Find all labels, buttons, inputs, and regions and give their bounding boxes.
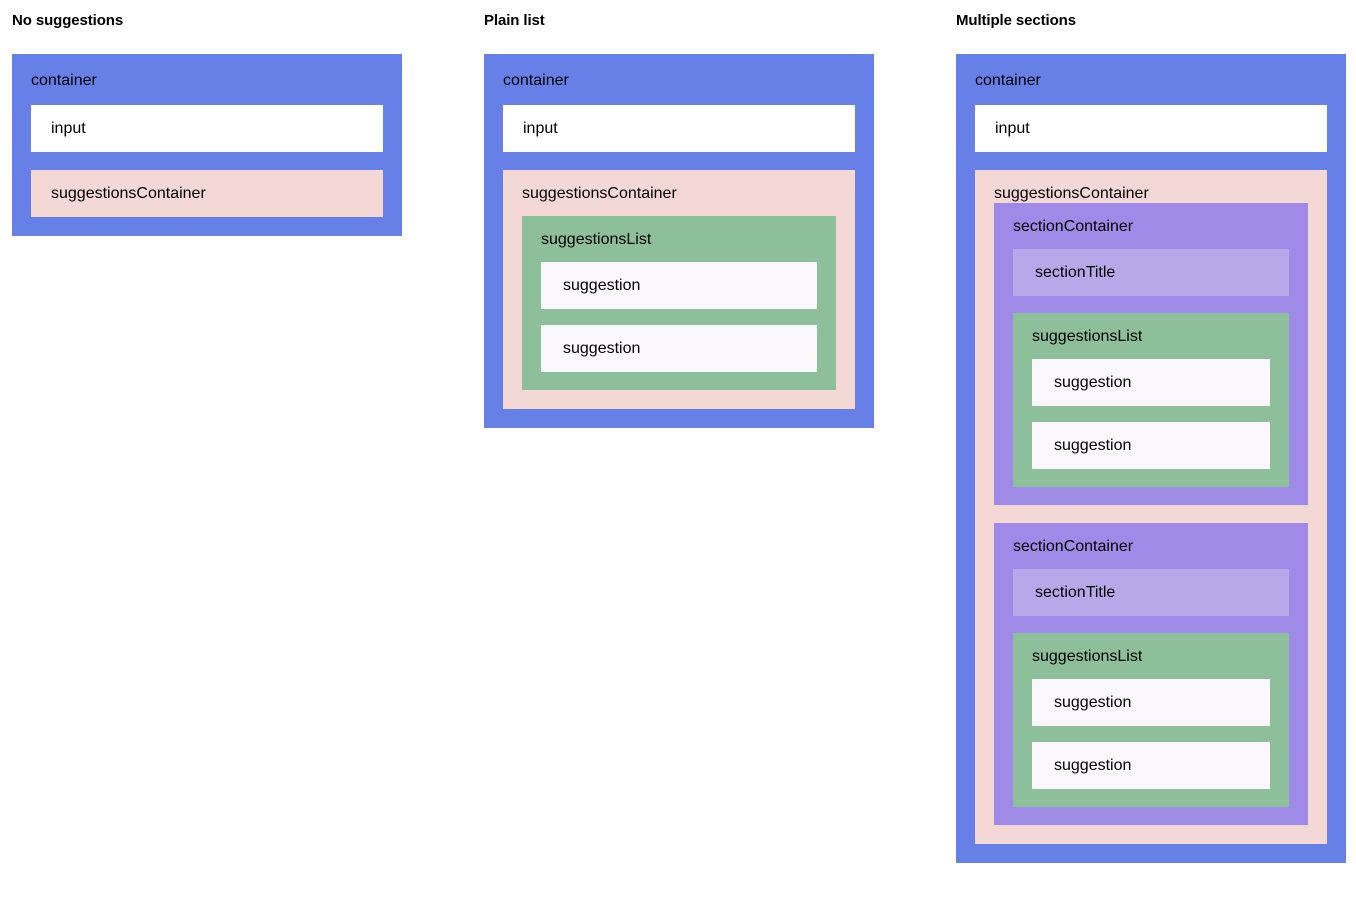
input-label: input bbox=[51, 120, 86, 137]
column-plain-list: Plain list container input suggestionsCo… bbox=[484, 12, 874, 428]
container-label: container bbox=[975, 72, 1041, 89]
suggestion-item[interactable]: suggestion bbox=[1032, 742, 1270, 789]
section-container-label: sectionContainer bbox=[1013, 538, 1134, 555]
section-title-label: sectionTitle bbox=[1035, 264, 1116, 281]
suggestion-item[interactable]: suggestion bbox=[1032, 422, 1270, 469]
section-container[interactable]: sectionContainer sectionTitle suggestion… bbox=[994, 203, 1308, 505]
container[interactable]: container input suggestionsContainer bbox=[12, 54, 402, 236]
suggestions-list[interactable]: suggestionsList suggestion suggestion bbox=[1013, 633, 1289, 807]
container[interactable]: container input suggestionsContainer sec… bbox=[956, 54, 1346, 863]
suggestions-list[interactable]: suggestionsList suggestion suggestion bbox=[522, 216, 836, 390]
suggestions-list[interactable]: suggestionsList suggestion suggestion bbox=[1013, 313, 1289, 487]
suggestions-container[interactable]: suggestionsContainer suggestionsList sug… bbox=[503, 170, 855, 409]
suggestions-container[interactable]: suggestionsContainer sectionContainer se… bbox=[975, 170, 1327, 844]
suggestions-list-label: suggestionsList bbox=[541, 231, 652, 248]
column-multiple-sections: Multiple sections container input sugges… bbox=[956, 12, 1346, 863]
suggestion-item[interactable]: suggestion bbox=[541, 262, 817, 309]
section-title: sectionTitle bbox=[1013, 249, 1289, 296]
input-label: input bbox=[523, 120, 558, 137]
suggestions-container-label: suggestionsContainer bbox=[51, 185, 206, 202]
section-title-label: sectionTitle bbox=[1035, 584, 1116, 601]
suggestion-label: suggestion bbox=[1054, 694, 1132, 711]
suggestions-list-label: suggestionsList bbox=[1032, 648, 1143, 665]
suggestions-container-label: suggestionsContainer bbox=[994, 185, 1149, 202]
suggestions-container-label: suggestionsContainer bbox=[522, 185, 677, 202]
section-title: sectionTitle bbox=[1013, 569, 1289, 616]
column-heading: Multiple sections bbox=[956, 12, 1076, 29]
suggestion-item[interactable]: suggestion bbox=[1032, 679, 1270, 726]
column-no-suggestions: No suggestions container input suggestio… bbox=[12, 12, 402, 236]
input[interactable]: input bbox=[503, 105, 855, 152]
container-label: container bbox=[31, 72, 97, 89]
suggestions-list-label: suggestionsList bbox=[1032, 328, 1143, 345]
suggestion-label: suggestion bbox=[1054, 437, 1132, 454]
container[interactable]: container input suggestionsContainer sug… bbox=[484, 54, 874, 428]
suggestions-container[interactable]: suggestionsContainer bbox=[31, 170, 383, 217]
column-heading: No suggestions bbox=[12, 12, 124, 29]
section-container[interactable]: sectionContainer sectionTitle suggestion… bbox=[994, 523, 1308, 825]
input-label: input bbox=[995, 120, 1030, 137]
suggestion-item[interactable]: suggestion bbox=[541, 325, 817, 372]
container-label: container bbox=[503, 72, 569, 89]
column-heading: Plain list bbox=[484, 12, 545, 29]
suggestion-label: suggestion bbox=[1054, 374, 1132, 391]
input[interactable]: input bbox=[31, 105, 383, 152]
suggestion-label: suggestion bbox=[563, 340, 641, 357]
suggestion-item[interactable]: suggestion bbox=[1032, 359, 1270, 406]
suggestion-label: suggestion bbox=[1054, 757, 1132, 774]
input[interactable]: input bbox=[975, 105, 1327, 152]
suggestion-label: suggestion bbox=[563, 277, 641, 294]
section-container-label: sectionContainer bbox=[1013, 218, 1134, 235]
